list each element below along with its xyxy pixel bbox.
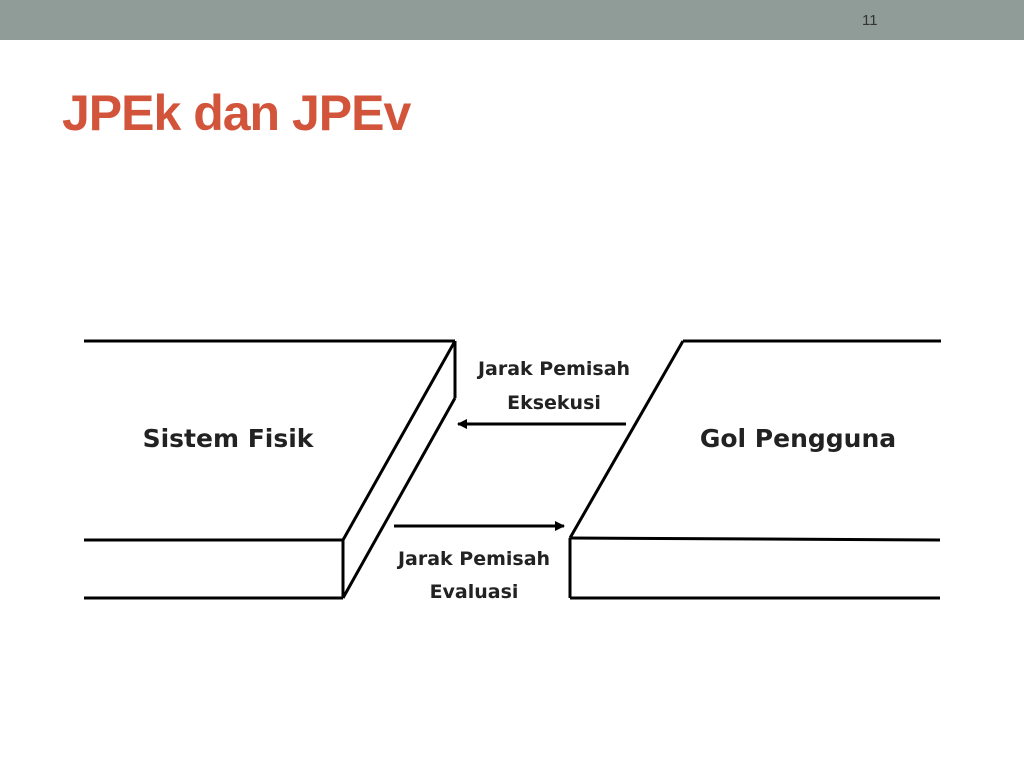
right-block: Gol Pengguna <box>568 339 941 600</box>
left-block-slant-bottom <box>341 397 457 599</box>
left-block-slant-top <box>341 340 457 541</box>
execution-gap: Jarak Pemisah Eksekusi <box>457 358 630 429</box>
execution-gap-label-line1: Jarak Pemisah <box>476 358 630 380</box>
evaluation-gap: Jarak Pemisah Evaluasi <box>394 521 565 603</box>
left-block: Sistem Fisik <box>84 339 457 600</box>
slide-title: JPEk dan JPEv <box>62 85 411 141</box>
right-block-mid-edge <box>569 536 941 542</box>
evaluation-gap-label-line2: Evaluasi <box>430 581 519 603</box>
evaluation-gap-label-line1: Jarak Pemisah <box>396 548 550 570</box>
top-bar <box>0 0 1024 40</box>
slide-number: 11 <box>862 12 878 29</box>
right-block-slant <box>568 340 685 539</box>
execution-gap-label-line2: Eksekusi <box>507 392 601 414</box>
left-block-label: Sistem Fisik <box>143 424 315 453</box>
right-block-label: Gol Pengguna <box>700 424 896 453</box>
